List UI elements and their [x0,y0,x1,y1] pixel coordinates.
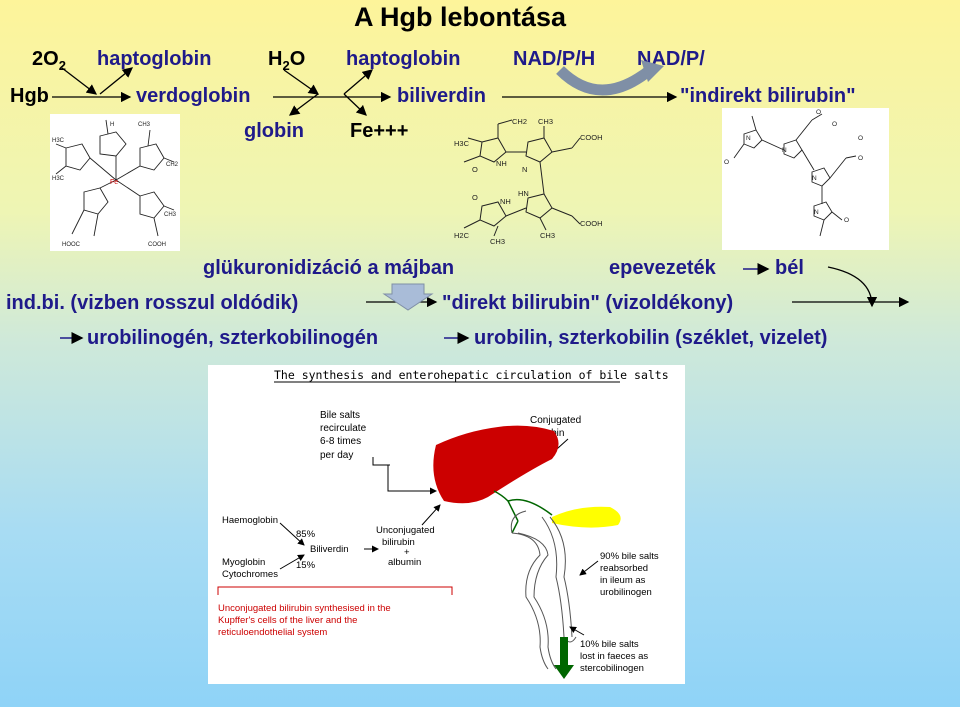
svg-text:CH3: CH3 [540,231,555,240]
red-line-2: Kupffer's cells of the liver and the [218,615,357,626]
svg-text:CH2: CH2 [166,162,179,168]
svg-text:COOH: COOH [580,219,603,228]
svg-text:O: O [472,165,478,174]
svg-text:HOOC: HOOC [62,242,81,248]
svg-text:CH3: CH3 [490,237,505,246]
gallbladder-shape [552,506,621,528]
unconj-line-2: bilirubin [382,537,415,548]
faeces-line-3: stercobilinogen [580,663,644,674]
svg-text:H: H [110,122,114,128]
bilirubin-structure-image: O O O O N N N N O O [722,108,889,250]
svg-text:CH2: CH2 [512,117,527,126]
o2-label: 2O2 [32,48,66,73]
bel-label: bél [775,257,804,279]
globin-label: globin [244,120,304,142]
svg-text:N: N [782,147,787,154]
direkt-bilirubin-label: "direkt bilirubin" (vizoldékony) [442,292,734,314]
svg-text:HN: HN [518,189,529,198]
haemoglobin-label: Haemoglobin [222,515,278,526]
ileum-line-2: reabsorbed [600,563,648,574]
percent-85-label: 85% [296,529,316,540]
svg-text:N: N [812,175,817,182]
biliverdin-label: biliverdin [397,85,486,107]
unconj-line-3: + [404,547,410,558]
svg-text:O: O [816,109,821,116]
recirc-line-2: recirculate [320,423,367,434]
svg-text:Fe: Fe [110,179,118,186]
red-line-3: reticuloendothelial system [218,627,327,638]
haptoglobin-label-1: haptoglobin [97,48,212,70]
haptoglobin-label-2: haptoglobin [346,48,461,70]
page-title: A Hgb lebontása [354,2,567,32]
reaction-arrows [52,60,678,116]
svg-text:COOH: COOH [148,242,166,248]
ileum-line-1: 90% bile salts [600,551,659,562]
conj-line-1: Conjugated [530,415,581,426]
svg-text:CH3: CH3 [164,212,177,218]
fe-label: Fe+++ [350,120,409,142]
pathway-arrows [60,263,910,344]
nadph-label: NAD/P/H [513,48,596,70]
bile-diagram-title: The synthesis and enterohepatic circulat… [274,368,669,382]
svg-text:O: O [472,193,478,202]
unconj-line-4: albumin [388,557,421,568]
liver-shape [433,425,559,504]
svg-text:CH3: CH3 [538,117,553,126]
svg-text:COOH: COOH [580,133,603,142]
recirc-line-4: per day [320,450,353,461]
svg-text:N: N [522,165,527,174]
svg-text:O: O [724,159,729,166]
svg-text:H3C: H3C [52,176,65,182]
svg-text:O: O [858,155,863,162]
faeces-line-2: lost in faeces as [580,651,648,662]
red-line-1: Unconjugated bilirubin synthesised in th… [218,603,391,614]
unconj-line-1: Unconjugated [376,525,435,536]
percent-15-label: 15% [296,560,316,571]
svg-text:NH: NH [496,159,507,168]
down-arrow-icon [554,637,574,679]
svg-text:O: O [858,135,863,142]
ileum-line-4: urobilinogen [600,587,652,598]
h2o-label: H2O [268,48,306,73]
svg-text:O: O [844,217,849,224]
biliverdin-label-small: Biliverdin [310,544,349,555]
bile-salts-diagram: The synthesis and enterohepatic circulat… [208,365,685,684]
urobilin-label: urobilin, szterkobilin (széklet, vizelet… [474,327,828,349]
svg-text:H3C: H3C [454,139,470,148]
myoglobin-label: Myoglobin [222,557,265,568]
cytochromes-label: Cytochromes [222,569,278,580]
urobilinogen-label: urobilinogén, szterkobilinogén [87,327,379,349]
svg-text:H2C: H2C [454,231,470,240]
ileum-line-3: in ileum as [600,575,646,586]
ind-bi-label: ind.bi. (vizben rosszul oldódik) [6,292,299,314]
epevezetek-label: epevezeték [609,257,716,279]
svg-text:NH: NH [500,197,511,206]
verdoglobin-label: verdoglobin [136,85,251,107]
svg-text:O: O [832,121,837,128]
indirekt-bilirubin-label: "indirekt bilirubin" [680,85,856,107]
svg-text:CH3: CH3 [138,122,151,128]
recirc-line-1: Bile salts [320,410,360,421]
svg-text:H3C: H3C [52,138,65,144]
hgb-label: Hgb [10,85,49,107]
svg-text:N: N [814,209,819,216]
faeces-line-1: 10% bile salts [580,639,639,650]
recirc-line-3: 6-8 times [320,436,361,447]
svg-text:N: N [746,135,751,142]
glukuronidizacio-label: glükuronidizáció a májban [203,257,455,279]
